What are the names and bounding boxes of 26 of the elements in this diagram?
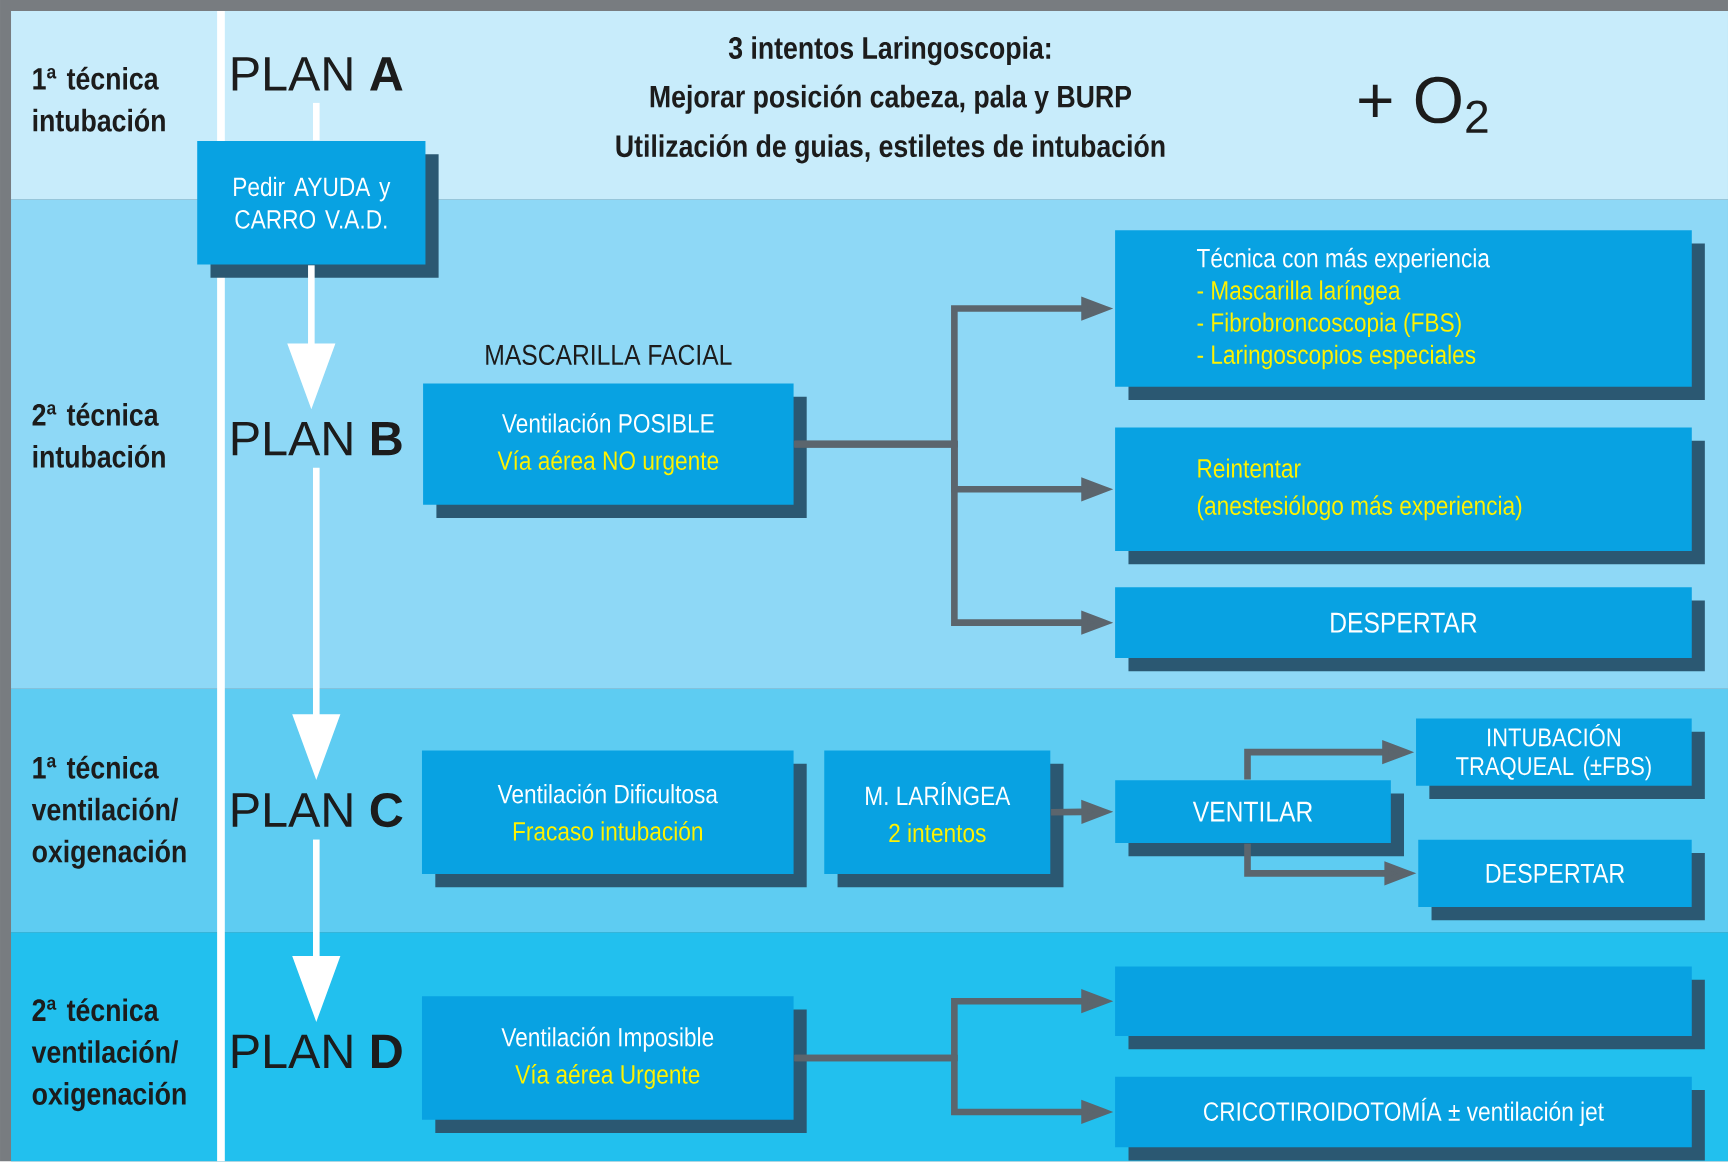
process-box: DESPERTAR xyxy=(1418,839,1705,921)
plan-label: PLAN A xyxy=(232,57,403,91)
process-box: Ventilación Imposible Vía aérea Urgente xyxy=(421,996,807,1134)
plan-label: PLAN C xyxy=(232,793,403,828)
process-box: Ventilación POSIBLE Vía aérea NO urgente xyxy=(423,383,807,519)
process-box: VENTILAR xyxy=(1115,780,1404,857)
process-box: Reintentar (anestesiólogo más experiencia) xyxy=(1115,427,1705,565)
process-box: CRICOTIROIDOTOMÍA ± ventilación jet xyxy=(1115,1076,1705,1161)
process-box: DESPERTAR xyxy=(1115,587,1705,672)
header-text: Mejorar posición cabeza, pala y BURP xyxy=(650,84,1132,114)
header-text: 3 intentos Laringoscopia: xyxy=(728,36,1051,66)
plan-label: PLAN B xyxy=(232,422,402,456)
row-label: 1ª técnica intubación xyxy=(33,67,165,132)
box-heading: MASCARILLA FACIAL xyxy=(486,344,732,366)
process-box: M. LARÍNGEA 2 intentos xyxy=(824,750,1064,888)
row-label: 2ª técnica ventilación/ oxigenación xyxy=(31,998,186,1112)
row-label: 1ª técnica ventilación/ oxigenación xyxy=(31,755,186,869)
process-box: INTUBACIÓN TRAQUEAL (±FBS) xyxy=(1416,718,1705,800)
process-box: Pedir AYUDA y CARRO V.A.D. xyxy=(197,141,439,278)
plan-label: PLAN D xyxy=(232,1034,402,1069)
header-text: Utilización de guias, estiletes de intubación xyxy=(616,134,1165,164)
row-label: 2ª técnica intubación xyxy=(32,403,165,468)
process-box xyxy=(1115,966,1705,1050)
process-box: Técnica con más experiencia - Mascarilla laríngea - Fibrobroncoscopia (FBS) - Laringoscopios especiales xyxy=(1115,230,1705,401)
oxygen-label: + O$_{2}$ xyxy=(1359,76,1488,133)
process-box: Ventilación Dificultosa Fracaso intubación xyxy=(421,750,807,888)
